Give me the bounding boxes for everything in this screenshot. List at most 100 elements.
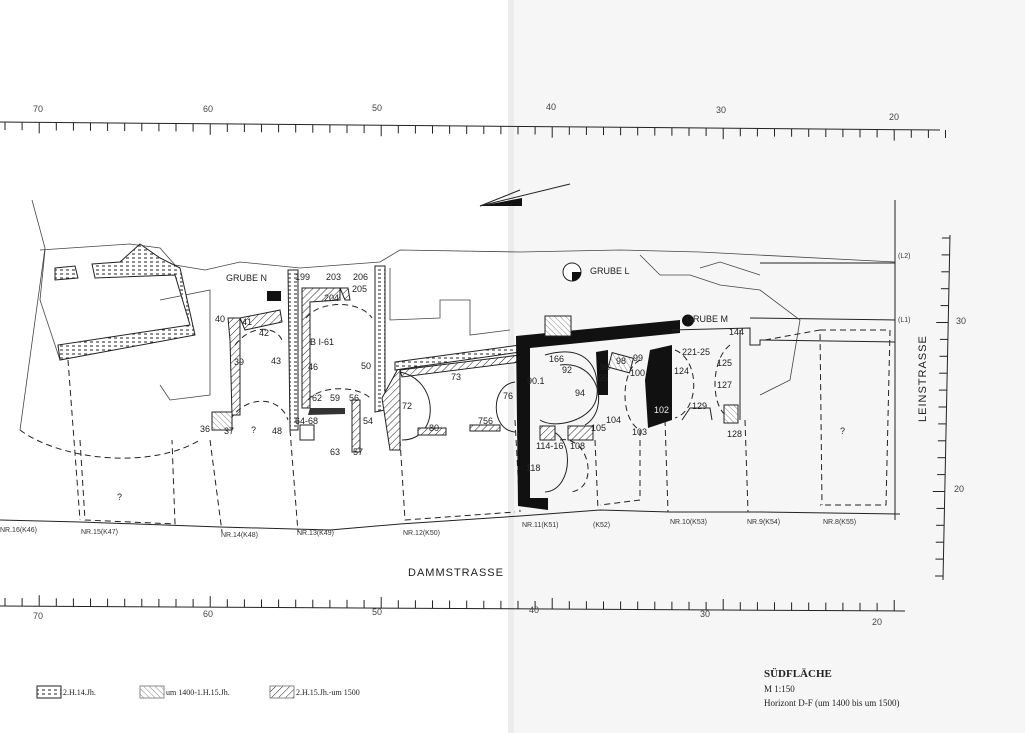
feature-label: 129 xyxy=(692,401,707,411)
feature-label: 57 xyxy=(353,447,363,457)
feature-label: 144 xyxy=(729,327,744,337)
feature-label: 125 xyxy=(717,358,732,368)
feature-label: 96 xyxy=(600,362,610,372)
feature-label: ? xyxy=(251,425,256,435)
scale-bar-top: 70 60 50 40 30 20 xyxy=(0,102,946,141)
feature-label: 72 xyxy=(402,401,412,411)
scale-right-label: 20 xyxy=(954,484,964,494)
feature-label: 99 xyxy=(633,353,643,363)
grid-mark: (L1) xyxy=(898,317,910,324)
feature-label: 114-16 xyxy=(536,441,563,451)
scale-bottom-label: 60 xyxy=(203,609,213,619)
feature-label: 103 xyxy=(632,427,647,437)
site-outline: (L2) (L1) xyxy=(0,199,910,531)
feature-label: 36 xyxy=(200,424,210,434)
parcel-label: NR.14(K48) xyxy=(221,532,258,539)
feature-label: 128 xyxy=(727,429,742,439)
scale-bottom-label: 20 xyxy=(872,617,882,627)
feature-label: 98 xyxy=(616,356,626,366)
feature-label: 42 xyxy=(259,328,269,338)
feature-label: 102 xyxy=(654,405,669,415)
feature-label: 104 xyxy=(606,415,621,425)
feature-label: 39 xyxy=(234,357,244,367)
feature-label: 50 xyxy=(361,361,371,371)
legend-label: um 1400-1.H.15.Jh. xyxy=(166,688,230,697)
feature-label: 73 xyxy=(451,372,461,382)
feature-label: GRUBE N xyxy=(226,273,267,283)
feature-label: 56 xyxy=(349,393,359,403)
feature-label: 59 xyxy=(330,393,340,403)
title-block: SÜDFLÄCHE M 1:150 Horizont D-F (um 1400 … xyxy=(764,667,900,708)
feature-label: 756 xyxy=(478,416,493,426)
building-nr12 xyxy=(394,344,521,441)
parcel-label: NR.9(K54) xyxy=(747,519,780,526)
feature-label: 95 xyxy=(598,373,608,383)
feature-label: 221-25 xyxy=(682,347,710,357)
feature-label: 206 xyxy=(353,272,368,282)
scan-right-page xyxy=(508,0,1025,733)
scale-top-label: 40 xyxy=(546,102,556,112)
legend-swatch-crosshatch xyxy=(139,685,165,699)
feature-label: 40 xyxy=(215,314,225,324)
parcel-label: NR.16(K46) xyxy=(0,527,37,534)
feature-label: GRUBE L xyxy=(590,266,630,276)
feature-label: 100 xyxy=(630,368,645,378)
legend-swatch-hatch xyxy=(269,685,295,699)
feature-label: B I-61 xyxy=(310,337,334,347)
feature-label: 199 xyxy=(295,272,310,282)
parcel-label: (K52) xyxy=(593,522,610,529)
feature-label: 48 xyxy=(272,426,282,436)
parcel-label: NR.10(K53) xyxy=(670,519,707,526)
scan-gutter xyxy=(508,0,514,733)
parcel-label: NR.11(K51) xyxy=(522,522,558,529)
feature-label: 118 xyxy=(526,463,540,473)
building-nr11 xyxy=(516,314,694,510)
building-nr16 xyxy=(54,243,196,361)
feature-label: 94 xyxy=(575,388,585,398)
feature-labels: GRUBE N GRUBE L GRUBE M 199 203 206 205 … xyxy=(117,266,845,502)
feature-label: 105 xyxy=(591,423,606,433)
feature-label: 90.1 xyxy=(527,376,545,386)
feature-label: 204 xyxy=(324,293,339,303)
feature-label: 124 xyxy=(674,366,689,376)
grube-l-symbol xyxy=(562,262,582,282)
scale-top-label: 60 xyxy=(203,104,213,114)
feature-label: 92 xyxy=(562,365,572,375)
parcel-label: NR.13(K49) xyxy=(297,530,334,537)
scale-top-label: 70 xyxy=(33,104,43,114)
feature-label: 62 xyxy=(312,393,322,403)
scale-bar-bottom: 70 60 50 40 30 20 xyxy=(0,595,906,627)
feature-label: 54 xyxy=(363,416,373,426)
feature-label: 63 xyxy=(330,447,340,457)
scale-top-label: 30 xyxy=(716,105,726,115)
feature-label: ? xyxy=(840,426,845,436)
feature-label: 80 xyxy=(429,423,439,433)
parcel-label: NR.8(K55) xyxy=(823,519,856,526)
scale-bottom-label: 70 xyxy=(33,611,43,621)
feature-label: 43 xyxy=(271,356,281,366)
feature-label: ? xyxy=(117,492,122,502)
building-nr14 xyxy=(211,291,289,431)
scale-top-label: 20 xyxy=(889,112,899,122)
feature-label: 41 xyxy=(242,317,252,327)
feature-label: 76 xyxy=(503,391,513,401)
feature-label: 46 xyxy=(308,362,318,372)
building-nr10 xyxy=(671,327,896,424)
feature-label: 64-68 xyxy=(295,416,318,426)
parcel-label: NR.15(K47) xyxy=(81,529,118,536)
north-arrow-icon xyxy=(479,183,571,207)
street-name-south: DAMMSTRASSE xyxy=(408,567,504,579)
feature-label: 127 xyxy=(717,380,732,390)
street-name-east: LEINSTRASSE xyxy=(917,335,929,422)
parcel-boundaries xyxy=(67,329,891,533)
legend-label: 2.H.15.Jh.-um 1500 xyxy=(296,688,360,697)
feature-label: GRUBE M xyxy=(686,314,728,324)
scale-bottom-label: 50 xyxy=(372,607,382,617)
building-nr13 xyxy=(287,265,401,453)
legend-label: 2.H.14.Jh. xyxy=(63,688,96,697)
feature-label: 203 xyxy=(326,272,341,282)
feature-label: 37 xyxy=(224,426,234,436)
legend: 2.H.14.Jh. um 1400-1.H.15.Jh. 2.H.15.Jh.… xyxy=(36,685,360,699)
parcel-numbers: NR.16(K46) NR.15(K47) NR.14(K48) NR.13(K… xyxy=(0,519,856,539)
